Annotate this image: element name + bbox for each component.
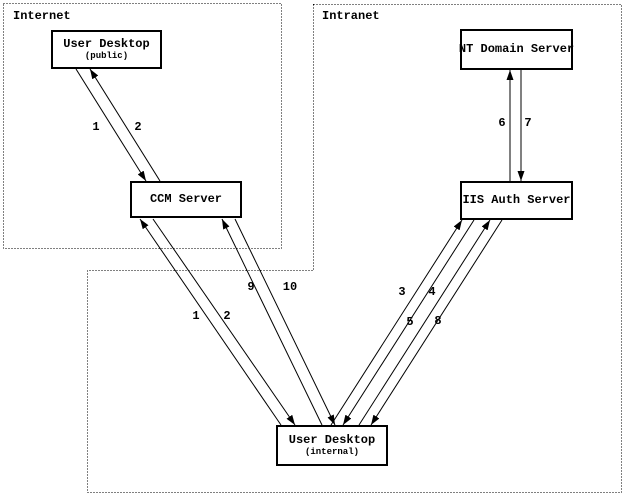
intranet-zone-border	[87, 4, 622, 493]
node-user-desktop-public: User Desktop (public)	[51, 30, 162, 69]
internet-zone-border	[3, 3, 282, 249]
node-title: CCM Server	[149, 192, 222, 206]
edge-arrow-1-user-desktop-public-to-ccm-server	[75, 68, 147, 182]
internet-zone-label: Internet	[13, 9, 71, 23]
edge-step-label-8: 8	[434, 314, 442, 328]
edge-step-label-7: 7	[524, 116, 532, 130]
node-subtitle: (public)	[84, 51, 129, 61]
edge-arrow-1-user-desktop-internal-to-ccm-server	[139, 218, 282, 426]
edge-arrow-5-user-desktop-internal-to-iis-auth-server	[358, 219, 491, 426]
node-iis-auth-server: IIS Auth Server	[460, 181, 573, 220]
edge-step-label-6: 6	[498, 116, 506, 130]
edge-arrow-4-iis-auth-server-to-user-desktop-internal	[342, 219, 475, 426]
edge-step-label-2: 2	[223, 309, 231, 323]
edge-step-label-9: 9	[247, 280, 255, 294]
edge-step-label-3: 3	[398, 285, 406, 299]
edge-step-label-5: 5	[406, 315, 414, 329]
node-title: NT Domain Server	[458, 42, 575, 56]
node-title: IIS Auth Server	[462, 193, 571, 207]
node-user-desktop-internal: User Desktop (internal)	[276, 425, 388, 466]
edge-step-label-2: 2	[134, 120, 142, 134]
edge-arrow-2-ccm-server-to-user-desktop-internal	[152, 218, 296, 426]
edge-arrow-2-ccm-server-to-user-desktop-public	[89, 68, 161, 182]
node-subtitle: (internal)	[304, 447, 359, 457]
node-ccm-server: CCM Server	[130, 181, 242, 218]
intranet-zone-label: Intranet	[322, 9, 380, 23]
edge-step-label-1: 1	[92, 120, 100, 134]
node-title: User Desktop	[63, 37, 150, 51]
node-nt-domain-server: NT Domain Server	[458, 29, 575, 70]
edge-arrow-3-user-desktop-internal-to-iis-auth-server	[330, 219, 463, 426]
edge-arrow-8-iis-auth-server-to-user-desktop-internal	[370, 219, 503, 426]
edge-arrow-10-ccm-server-to-user-desktop-internal	[234, 218, 336, 426]
node-title: User Desktop	[288, 433, 376, 447]
edge-arrow-9-user-desktop-internal-to-ccm-server	[221, 218, 323, 426]
edge-step-label-4: 4	[428, 285, 436, 299]
edge-step-label-10: 10	[282, 280, 298, 294]
edge-step-label-1: 1	[192, 309, 200, 323]
